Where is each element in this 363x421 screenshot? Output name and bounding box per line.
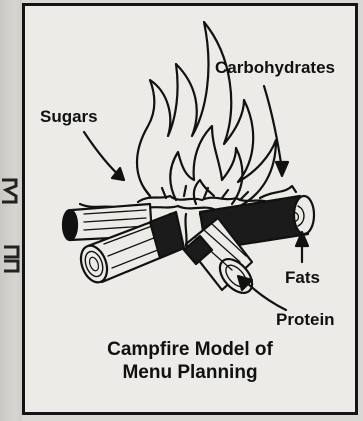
carbohydrates-arrow <box>264 86 288 176</box>
sugars-arrow <box>84 132 124 180</box>
label-protein: Protein <box>276 310 335 329</box>
figure-caption: Campfire Model of Menu Planning <box>22 338 358 384</box>
label-sugars: Sugars <box>40 107 98 126</box>
flame-outer <box>137 22 276 206</box>
label-fats: Fats <box>285 268 320 287</box>
caption-line-1: Campfire Model of <box>22 338 358 361</box>
label-carbohydrates: Carbohydrates <box>215 58 335 77</box>
caption-line-2: Menu Planning <box>22 361 358 384</box>
